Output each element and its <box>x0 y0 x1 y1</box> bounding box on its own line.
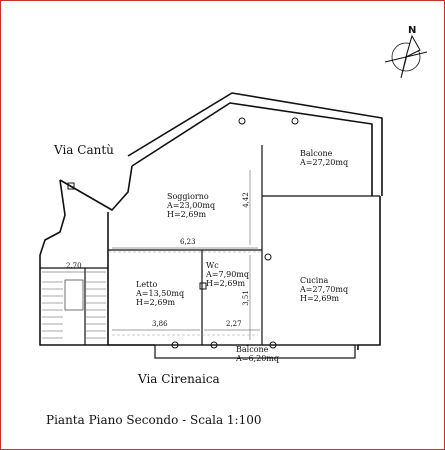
room-wc-name: Wc <box>206 261 219 270</box>
room-balcone-bottom-area: A=6,20mq <box>236 354 279 363</box>
room-balcone-top: Balcone A=27,20mq <box>300 149 348 167</box>
room-letto: Letto A=13,50mq H=2,69m <box>136 280 184 307</box>
dimension-351: 3,51 <box>241 290 250 306</box>
stair-treads <box>42 279 106 339</box>
interior-walls <box>40 145 380 346</box>
room-wc: Wc A=7,90mq H=2,69m <box>206 261 249 288</box>
left-angled-wall <box>39 179 66 256</box>
room-soggiorno-height: H=2,69m <box>167 210 207 219</box>
room-letto-height: H=2,69m <box>136 298 176 307</box>
drawing-caption: Pianta Piano Secondo - Scala 1:100 <box>46 413 262 427</box>
north-facade <box>59 165 133 211</box>
room-cucina-name: Cucina <box>300 276 329 285</box>
room-balcone-top-name: Balcone <box>300 149 333 158</box>
outer-walls <box>39 92 383 350</box>
room-wc-height: H=2,69m <box>206 279 246 288</box>
dimension-lines <box>42 170 260 340</box>
roof-line <box>127 92 383 196</box>
north-label: N <box>408 25 417 36</box>
room-wc-area: A=7,90mq <box>206 270 249 279</box>
balcone-right-wall <box>357 196 381 350</box>
room-cucina-area: A=27,70mq <box>300 285 349 294</box>
room-balcone-bottom: Balcone A=6,20mq <box>236 345 279 363</box>
room-cucina: Cucina A=27,70mq H=2,69m <box>300 276 348 303</box>
north-arrow-icon <box>384 34 428 79</box>
room-letto-area: A=13,50mq <box>136 289 185 298</box>
dimension-623: 6,23 <box>180 238 196 246</box>
room-balcone-top-area: A=27,20mq <box>300 158 349 167</box>
room-letto-name: Letto <box>136 280 158 289</box>
dimension-270: 2,70 <box>66 262 82 270</box>
balcone-bottom-outline <box>154 344 356 359</box>
room-soggiorno: Soggiorno A=23,00mq H=2,69m <box>167 192 215 219</box>
room-soggiorno-area: A=23,00mq <box>167 201 216 210</box>
room-balcone-bottom-name: Balcone <box>236 345 269 354</box>
dimension-386: 3,86 <box>152 320 168 328</box>
front-wall-upper <box>131 102 373 196</box>
dimension-442: 4,42 <box>241 192 250 208</box>
street-via-cantu: Via Cantù <box>54 143 114 157</box>
room-soggiorno-name: Soggiorno <box>167 192 209 201</box>
dimension-227: 2,27 <box>226 320 242 328</box>
beam-lines <box>108 251 262 336</box>
columns <box>67 117 299 349</box>
street-via-cirenaica: Via Cirenaica <box>138 372 220 386</box>
room-cucina-height: H=2,69m <box>300 294 340 303</box>
